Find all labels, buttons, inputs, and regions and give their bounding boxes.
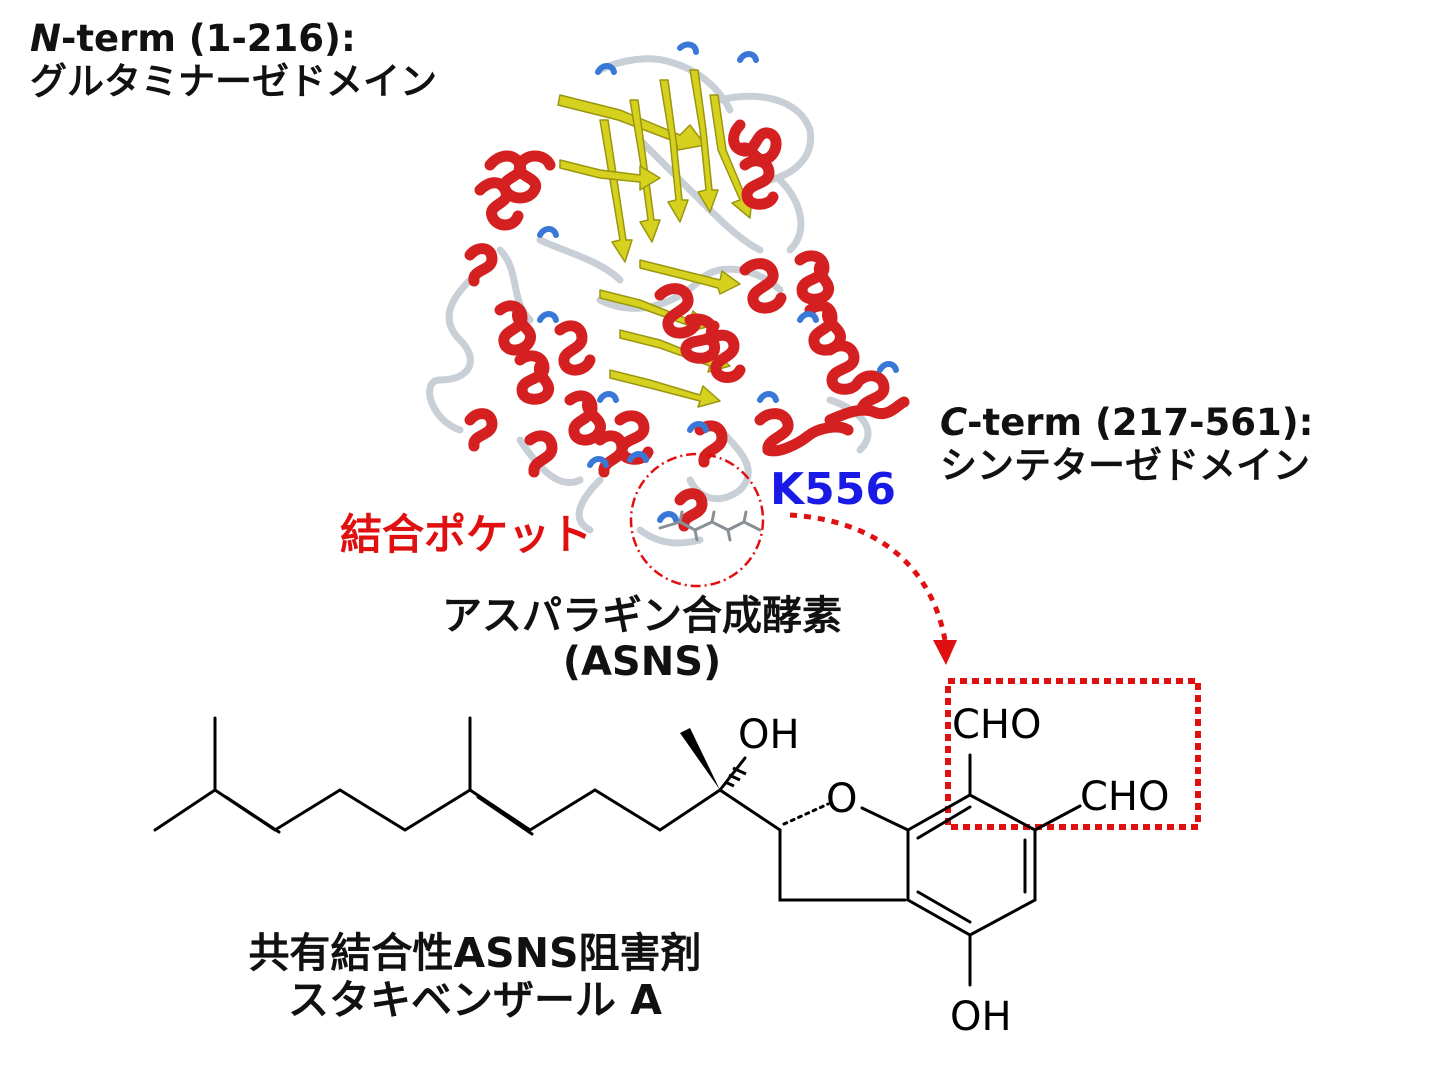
aldehyde-highlight-box [945,678,1201,830]
dashed-arrow-icon [789,512,957,665]
n-term-range: -term (1-216): [60,17,356,60]
beta-sheet-strands [557,69,753,408]
oh-top-label: OH [738,712,800,758]
binding-pocket-label: 結合ポケット [340,510,593,559]
c-term-prefix: C [940,401,968,444]
binding-pocket-circle [629,452,765,588]
hashed-bond [724,766,747,788]
inhibitor-name: スタキベンザール A [287,976,662,1025]
turn-segments [537,41,899,523]
oh-bottom-label: OH [950,994,1012,1040]
inhibitor-class: 共有結合性ASNS阻害剤 [248,929,702,977]
c-term-range: -term (217-561): [967,401,1314,444]
glutaminase-domain-label: グルタミナーゼドメイン [30,59,437,103]
n-term-label: N-term (1-216): グルタミナーゼドメイン [30,17,437,103]
c-term-label: C-term (217-561): シンテターゼドメイン [940,401,1314,487]
synthetase-domain-label: シンテターゼドメイン [940,443,1310,487]
enzyme-abbreviation: (ASNS) [562,639,722,685]
inhibitor-label: 共有結合性ASNS阻害剤 スタキベンザール A [220,929,730,1025]
coil-segments [426,55,872,547]
stachybenzal-a-structure [153,716,1082,987]
enzyme-full-name: アスパラギン合成酵素 [442,593,842,639]
cho-1-label: CHO [952,702,1042,748]
k556-residue-label: K556 [770,464,896,515]
k556-side-chain [658,510,762,542]
enzyme-name: アスパラギン合成酵素 (ASNS) [412,593,872,685]
ring-oxygen-label: O [826,776,857,822]
cho-2-label: CHO [1080,774,1170,820]
protein-ribbon-icon [426,41,910,547]
n-term-prefix: N [30,17,61,60]
